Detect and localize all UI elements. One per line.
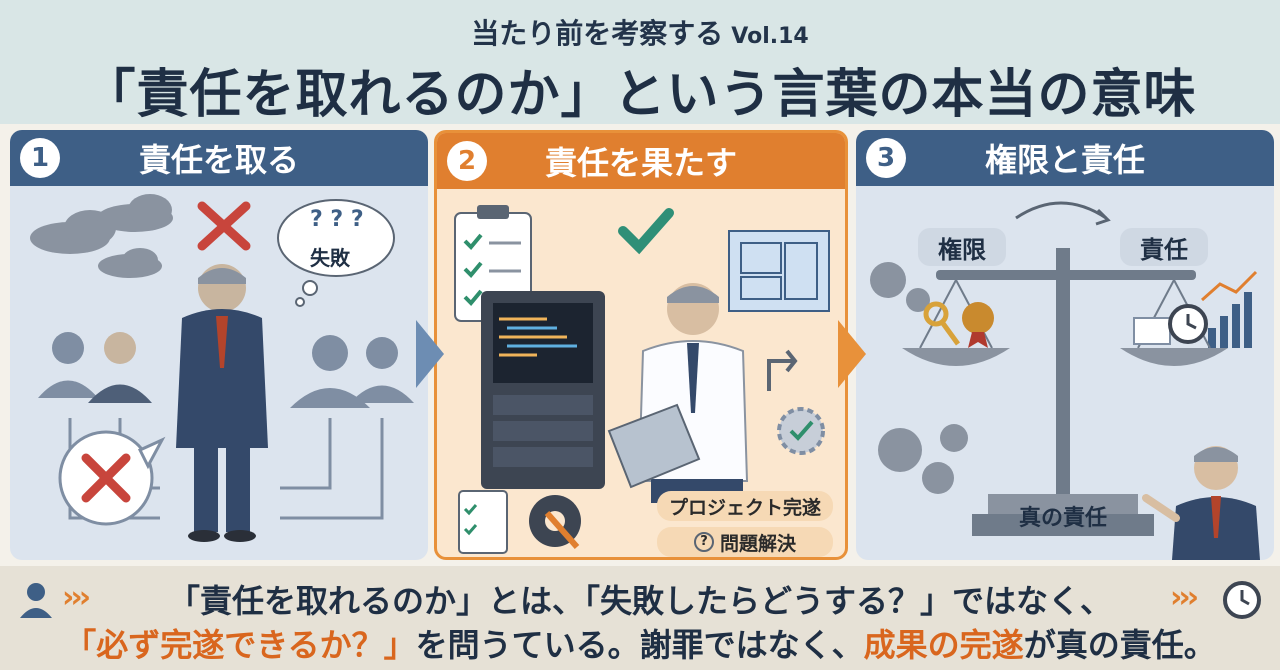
panel-3-header: 3 権限と責任	[856, 130, 1274, 186]
balance-scale-icon	[902, 248, 1228, 536]
summary-line-1: 「責任を取れるのか」とは、「失敗したらどうする？」ではなく、	[167, 582, 1112, 620]
responsibility-label: 責任	[1120, 228, 1208, 266]
clock-icon	[1223, 581, 1261, 619]
presenter-businessman-icon	[1142, 446, 1260, 560]
series-subtitle: 当たり前を考察する Vol.14	[0, 12, 1280, 52]
project-completion-tag: プロジェクト完遂	[657, 491, 833, 521]
panel-take-responsibility: 1 責任を取る ? ? ?	[10, 130, 428, 560]
chevrons-right-icon: ›››	[1170, 580, 1199, 615]
panel-2-header: 2 責任を果たす	[437, 133, 845, 189]
panel-1-header: 1 責任を取る	[10, 130, 428, 186]
problem-solving-label: 問題解決	[719, 532, 796, 555]
bowing-businessman-icon	[176, 264, 268, 542]
laptop-icon	[607, 403, 701, 489]
team-silhouettes-icon	[38, 332, 414, 408]
panel-1-number: 1	[20, 138, 60, 178]
up-arrow-icon	[767, 349, 798, 391]
summary-text-2: を問うている。謝罪ではなく、	[415, 626, 864, 664]
panel-3-number: 3	[866, 138, 906, 178]
svg-text:? ? ?: ? ? ?	[310, 207, 364, 232]
server-rack-icon	[481, 291, 605, 489]
failure-bubble-label: 失敗	[310, 246, 350, 270]
checkmark-icon	[618, 208, 674, 255]
curved-arrow-icon	[1015, 201, 1111, 226]
summary-line-2: 「必ず完遂できるか？」を問うている。謝罪ではなく、成果の完遂が真の責任。	[0, 620, 1280, 666]
panel-3-illustration: 権限 責任 真の責任	[856, 188, 1274, 560]
wrench-gear-icon	[529, 495, 581, 549]
panel-1-illustration: ? ? ?	[10, 188, 428, 560]
person-icon	[20, 583, 52, 618]
panel-3-title: 権限と責任	[984, 141, 1145, 179]
summary-footer: ››› ››› 「責任を取れるのか」とは、「失敗したらどうする？」ではなく、 「…	[0, 566, 1280, 670]
small-clipboard-icon	[458, 490, 508, 554]
rising-chart-icon	[1201, 270, 1258, 348]
cloud-icon	[30, 194, 173, 278]
flow-arrow-1-icon	[416, 320, 444, 388]
summary-highlight-2: 成果の完遂	[863, 626, 1024, 664]
gear-icon	[870, 262, 968, 494]
blueprint-icon	[728, 230, 830, 312]
document-clock-icon	[1133, 304, 1208, 345]
panel-fulfill-responsibility: 2 責任を果たす	[434, 130, 848, 560]
panel-2-title: 責任を果たす	[544, 144, 737, 182]
thought-bubble-icon: ? ? ?	[277, 199, 395, 307]
authority-label: 権限	[918, 228, 1006, 266]
panel-2-number: 2	[447, 141, 487, 181]
main-title: 「責任を取れるのか」という言葉の本当の意味	[83, 65, 1197, 125]
summary-text-3: が真の責任。	[1023, 626, 1216, 664]
problem-solving-tag: ? 問題解決	[657, 527, 833, 557]
panel-authority-and-responsibility: 3 権限と責任	[856, 130, 1274, 560]
error-speech-bubble-icon	[58, 430, 166, 526]
question-circle-icon: ?	[693, 532, 714, 552]
subtitle-text: 当たり前を考察する	[471, 17, 724, 50]
x-mark-icon	[197, 201, 251, 251]
panel-2-illustration: プロジェクト完遂 ? 問題解決	[437, 191, 845, 557]
key-medal-icon	[923, 301, 994, 348]
true-responsibility-label: 真の責任	[1018, 506, 1107, 531]
gear-check-icon	[777, 407, 825, 455]
chevrons-left-icon: ›››	[62, 580, 91, 615]
header-banner: 当たり前を考察する Vol.14 「責任を取れるのか」という言葉の本当の意味	[0, 0, 1280, 125]
volume-label: Vol.14	[731, 24, 809, 49]
flow-arrow-2-icon	[838, 320, 866, 388]
panel-1-title: 責任を取る	[138, 141, 299, 179]
summary-highlight-1: 「必ず完遂できるか？」	[64, 626, 416, 664]
